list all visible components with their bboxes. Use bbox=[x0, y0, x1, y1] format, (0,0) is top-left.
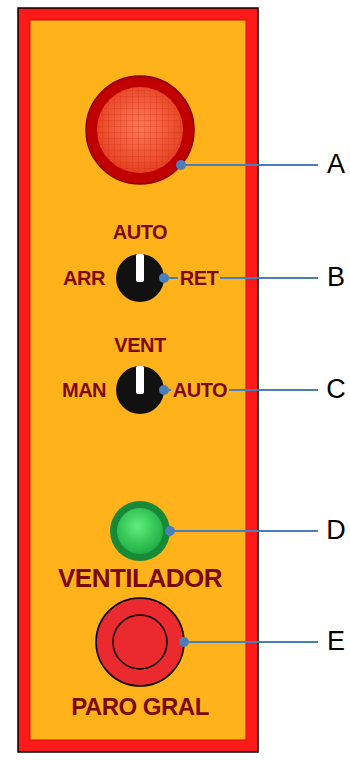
selector-position: MAN bbox=[60, 379, 108, 401]
pilot-light-ring bbox=[86, 76, 194, 184]
fan-light-ring bbox=[110, 501, 170, 561]
leader-line bbox=[184, 641, 318, 643]
selector-position: ARR bbox=[61, 267, 107, 289]
leader-dot bbox=[180, 638, 188, 646]
callout-letter: A bbox=[327, 150, 345, 180]
selector-position: AUTO bbox=[171, 379, 229, 401]
panel-device: AUTO ARR RET bbox=[45, 212, 240, 308]
selector-tip bbox=[134, 296, 146, 302]
leader-dot bbox=[160, 386, 168, 394]
stop-button-outer bbox=[96, 598, 184, 686]
selector-knob bbox=[116, 254, 164, 302]
callout-letter: B bbox=[327, 263, 345, 293]
panel-device: PARO GRAL bbox=[34, 594, 242, 726]
button-caption: PARO GRAL bbox=[69, 694, 211, 720]
panel-device: VENTILADOR bbox=[34, 495, 242, 593]
selector-knob bbox=[116, 366, 164, 414]
callout-letter: D bbox=[326, 516, 346, 546]
selector-tip bbox=[134, 408, 146, 414]
callout-letter: E bbox=[327, 627, 345, 657]
leader-line bbox=[170, 530, 318, 532]
pilot-light-lens bbox=[97, 87, 183, 173]
panel-face bbox=[30, 20, 246, 740]
selector-position: RET bbox=[178, 267, 221, 289]
pilot-light-grid bbox=[97, 87, 183, 173]
leader-dot bbox=[177, 161, 185, 169]
stop-button-inner bbox=[113, 615, 167, 669]
leader-line bbox=[181, 164, 318, 166]
indicator-caption: VENTILADOR bbox=[56, 564, 224, 593]
panel-device: VENT MAN AUTO bbox=[45, 324, 240, 420]
fan-light-lens bbox=[117, 508, 163, 554]
leader-dot bbox=[166, 527, 174, 535]
panel-housing bbox=[18, 8, 258, 752]
selector-position: AUTO bbox=[111, 221, 169, 243]
leader-dot bbox=[160, 274, 168, 282]
selector-pointer bbox=[136, 254, 144, 282]
selector-pointer bbox=[136, 366, 144, 394]
selector-position: VENT bbox=[112, 334, 167, 356]
callout-letter: C bbox=[326, 375, 346, 405]
